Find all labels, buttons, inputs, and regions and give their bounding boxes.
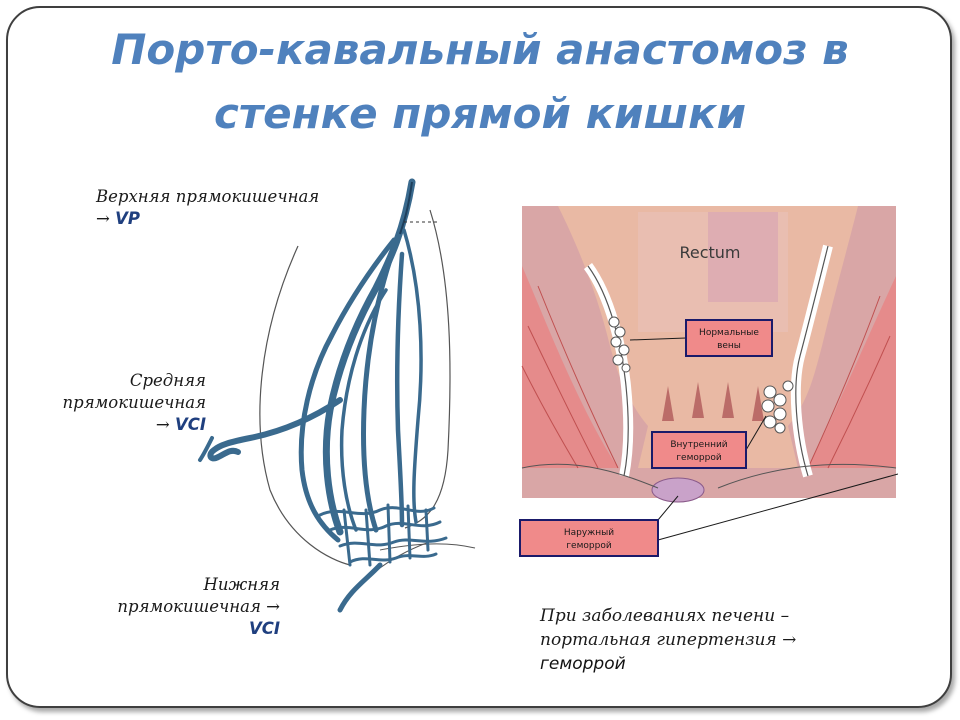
middle-arrow: →	[155, 415, 170, 434]
middle-rectal-line-2: прямокишечная	[62, 393, 207, 412]
inferior-rectal-plexus	[318, 503, 448, 567]
upper-rectal-vein-label: Верхняя прямокишечная → VP	[96, 186, 376, 230]
inferior-rectal-vein	[337, 562, 383, 613]
upper-vein-target: VP	[115, 209, 140, 228]
callout-internal-line1: Внутренний	[670, 440, 727, 450]
disease-result: геморрой	[540, 654, 626, 674]
rectal-wall-outline	[259, 245, 351, 566]
disease-line-2: портальная гипертензия →	[540, 630, 797, 650]
lower-rectal-line-2: прямокишечная →	[117, 597, 280, 616]
callout-external-line2: геморрой	[566, 541, 611, 551]
middle-rectal-line-1: Средняя	[129, 371, 206, 390]
rectum-label: Rectum	[679, 243, 740, 262]
callout-normal-line2: вены	[717, 341, 741, 351]
disease-line-1: При заболеваниях печени –	[540, 606, 790, 626]
lower-vein-target: VCI	[248, 619, 280, 638]
callout-normal-veins: Нормальные вены	[629, 319, 773, 357]
external-hemorrhoid-bulge	[651, 477, 705, 503]
lower-rectal-vein-label: Нижняя прямокишечная → VCI	[30, 574, 280, 640]
callout-internal-line2: геморрой	[676, 453, 721, 463]
superior-rectal-vein	[322, 178, 416, 536]
callout-internal-hemorrhoid: Внутренний геморрой	[651, 415, 767, 469]
callout-normal-line1: Нормальные	[699, 328, 759, 338]
anal-canal-outline	[379, 543, 476, 551]
lower-rectal-line-1: Нижняя	[203, 575, 281, 594]
right-muscle-wall	[808, 276, 896, 468]
normal-veins-cluster	[608, 316, 631, 373]
title-line-1: Порто-кавальный анастомоз в	[111, 25, 849, 74]
rectal-wall-outline-right	[404, 209, 451, 529]
upper-arrow: →	[96, 209, 110, 228]
middle-vein-target: VCI	[174, 415, 206, 434]
upper-rectal-text: Верхняя прямокишечная	[96, 187, 320, 206]
rectum-hemorrhoid-diagram: Нормальные вены Внутренний геморрой Нару…	[519, 206, 898, 557]
slide-title: Порто-кавальный анастомоз в стенке прямо…	[40, 18, 920, 146]
rectal-venous-plexus-drawing	[198, 178, 476, 613]
liver-disease-note: При заболеваниях печени – портальная гип…	[540, 604, 880, 676]
mucosal-folds	[662, 382, 764, 421]
title-line-2: стенке прямой кишки	[213, 89, 747, 138]
middle-rectal-vein	[207, 397, 343, 462]
callout-external-hemorrhoid: Наружный геморрой	[519, 473, 898, 557]
left-muscle-wall	[522, 266, 618, 468]
internal-hemorrhoid-cluster	[761, 380, 794, 434]
callout-external-line1: Наружный	[564, 528, 614, 538]
middle-rectal-vein-label: Средняя прямокишечная → VCI	[20, 370, 207, 436]
